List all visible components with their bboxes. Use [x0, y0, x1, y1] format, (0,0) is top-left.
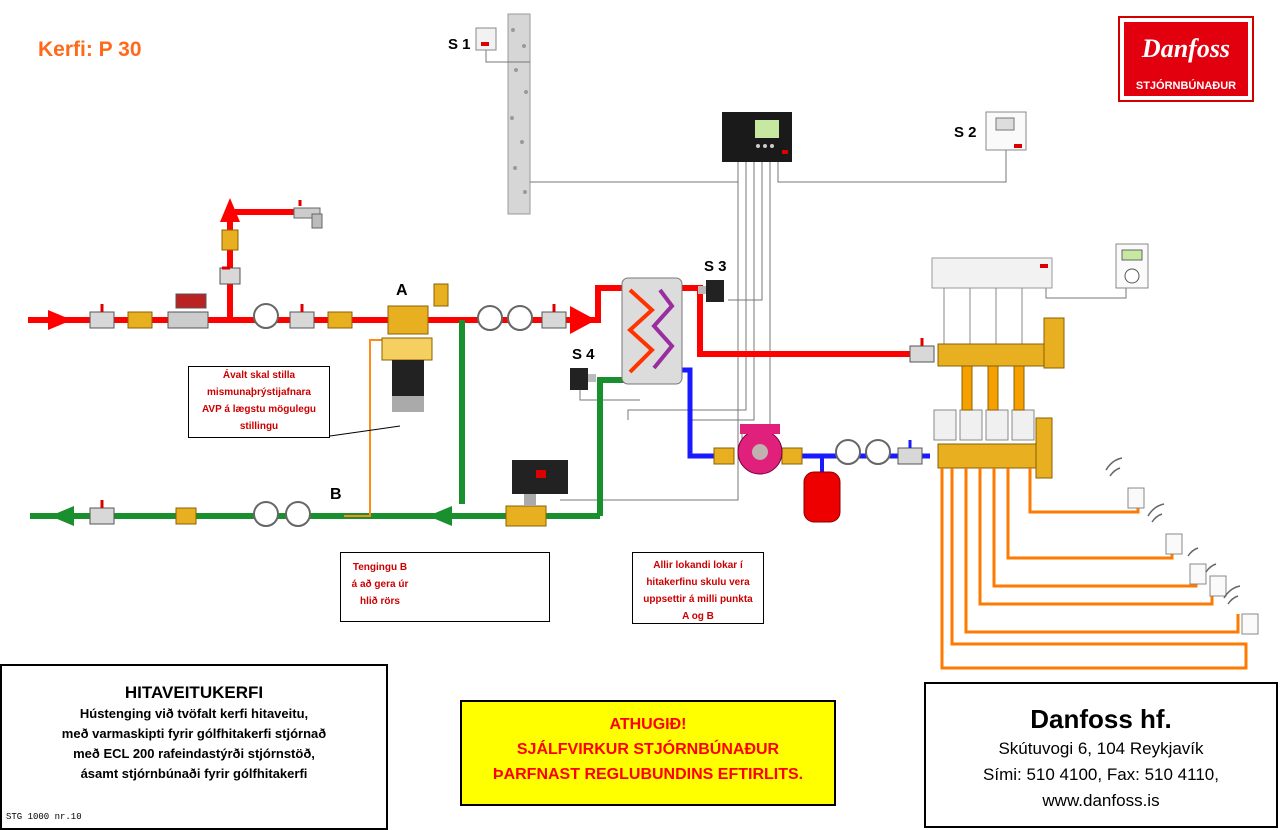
- wireless-signal-icon: [1105, 457, 1241, 605]
- sensor-s4: [570, 368, 596, 390]
- note-connection: Tengingu B á að gera úr hlið rörs: [340, 552, 550, 622]
- flow-arrow: [50, 506, 74, 526]
- note-line: AVP á lægstu mögulegu: [201, 404, 317, 415]
- flow-arrow: [48, 310, 72, 330]
- note-line: Allir lokandi lokar í: [653, 560, 743, 571]
- flow-arrow: [570, 306, 596, 334]
- wall-texture: [510, 28, 528, 194]
- info-line: Hústenging við tvöfalt kerfi hitaveitu,: [79, 706, 309, 721]
- circulation-pump: [737, 424, 783, 475]
- label-point-a: A: [396, 282, 408, 299]
- label-s1: S 1: [448, 36, 471, 53]
- danfoss-logo: Danfoss STJÓRNBÚNAÐUR: [1118, 16, 1254, 102]
- info-title: HITAVEITUKERFI: [124, 683, 264, 702]
- info-line: ásamt stjórnbúnaði fyrir gólfhitakerfi: [80, 766, 308, 781]
- company-phone: Sími: 510 4100, Fax: 510 4110,: [983, 765, 1219, 784]
- heat-exchanger: [621, 277, 683, 385]
- label-s4: S 4: [572, 346, 595, 363]
- diagram-title: Kerfi: P 30: [38, 38, 142, 61]
- fittings: [127, 229, 803, 527]
- note-line: hlið rörs: [359, 596, 400, 607]
- floor-manifold: [933, 317, 1065, 479]
- water-tap: [293, 200, 323, 229]
- note-line: Ávalt skal stilla: [222, 370, 296, 381]
- note-line: A og B: [682, 611, 714, 622]
- ecl-controller: [722, 112, 792, 162]
- note-pointer: [329, 425, 401, 437]
- company-web[interactable]: www.danfoss.is: [1042, 791, 1160, 810]
- warning-box: ATHUGIÐ! SJÁLFVIRKUR STJÓRNBÚNAÐUR ÞARFN…: [460, 700, 836, 806]
- warning-line: ÞARFNAST REGLUBUNDINS EFTIRLITS.: [492, 766, 804, 783]
- supply-pipe: [28, 209, 918, 357]
- room-sensor-s2: [985, 111, 1027, 151]
- company-name: Danfoss hf.: [1030, 704, 1172, 734]
- secondary-return-pipe: [654, 367, 930, 459]
- note-line: mismunaþrýstijafnara: [207, 387, 311, 398]
- wall: [507, 13, 531, 215]
- flow-arrow: [220, 198, 240, 222]
- note-line: á að gera úr: [351, 579, 409, 590]
- info-line: með ECL 200 rafeindastýrði stjórnstöð,: [73, 746, 315, 761]
- note-line: uppsettir á milli punkta: [643, 594, 753, 605]
- note-valves: Allir lokandi lokar í hitakerfinu skulu …: [632, 552, 764, 624]
- label-s2: S 2: [954, 124, 977, 141]
- flow-meter: [167, 293, 209, 329]
- flow-arrow: [428, 506, 452, 526]
- room-thermostats: [1127, 487, 1259, 635]
- gauges: [253, 303, 891, 527]
- note-line: Tengingu B: [352, 562, 408, 573]
- outdoor-sensor-s1: [475, 27, 497, 51]
- motorized-valve: [512, 460, 568, 506]
- pressure-regulator-avp: [381, 305, 433, 412]
- company-box: Danfoss hf. Skútuvogi 6, 104 Reykjavík S…: [924, 682, 1278, 828]
- wiring-center: [931, 257, 1053, 346]
- impulse-tube: [344, 339, 400, 517]
- expansion-vessel: [803, 456, 841, 523]
- logo-subtitle: STJÓRNBÚNAÐUR: [1124, 76, 1248, 96]
- valves: [89, 266, 935, 525]
- warning-line: ATHUGIÐ!: [609, 716, 687, 733]
- info-box: HITAVEITUKERFI Hústenging við tvöfalt ke…: [0, 664, 388, 830]
- drawing-code: STG 1000 nr.10: [6, 812, 82, 822]
- logo-brand: Danfoss: [1124, 22, 1248, 76]
- info-line: með varmaskipti fyrir gólfhitakerfi stjó…: [61, 726, 327, 741]
- note-avp: Ávalt skal stilla mismunaþrýstijafnara A…: [188, 366, 330, 438]
- label-s3: S 3: [704, 258, 727, 275]
- label-point-b: B: [330, 486, 342, 503]
- note-line: hitakerfinu skulu vera: [646, 577, 750, 588]
- note-line: stillingu: [239, 421, 279, 432]
- room-thermostat-master: [1115, 243, 1149, 289]
- company-address: Skútuvogi 6, 104 Reykjavík: [998, 739, 1204, 758]
- sensor-s3: [698, 280, 724, 302]
- warning-line: SJÁLFVIRKUR STJÓRNBÚNAÐUR: [516, 741, 780, 758]
